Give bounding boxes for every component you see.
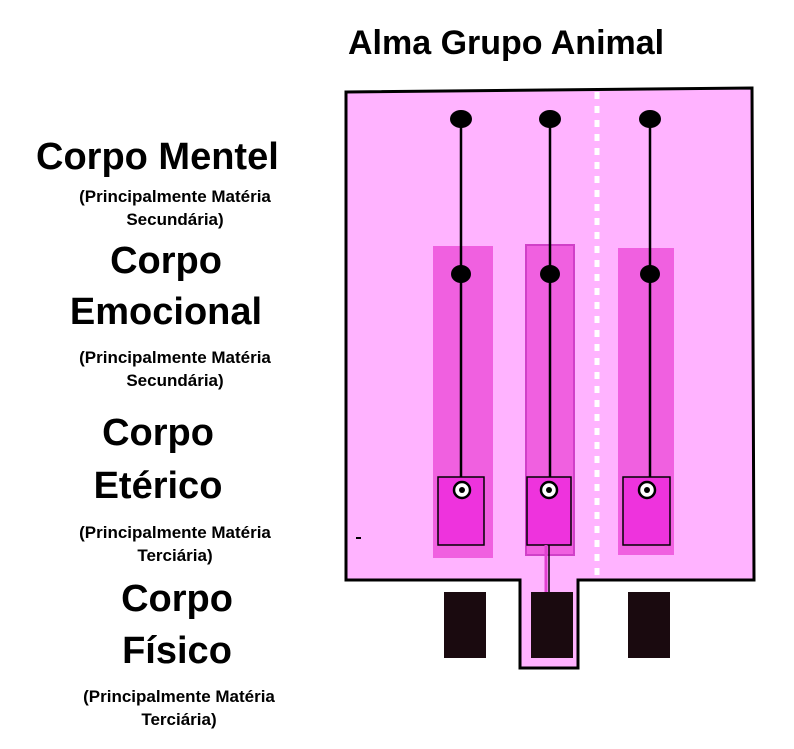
physical-block-3: [628, 592, 670, 658]
emotional-dot-1: [451, 265, 471, 283]
mental-dot-1: [450, 110, 472, 128]
diagram-title: Alma Grupo Animal: [348, 24, 665, 62]
label-mental-body: Corpo Mentel: [36, 136, 279, 178]
physical-block-2: [531, 592, 573, 658]
physical-block-1: [444, 592, 486, 658]
mental-dot-3: [639, 110, 661, 128]
mental-dot-2: [539, 110, 561, 128]
emotional-dot-2: [540, 265, 560, 283]
eye-icon: [546, 487, 552, 493]
emotional-dot-3: [640, 265, 660, 283]
eye-icon: [459, 487, 465, 493]
eye-icon: [644, 487, 650, 493]
